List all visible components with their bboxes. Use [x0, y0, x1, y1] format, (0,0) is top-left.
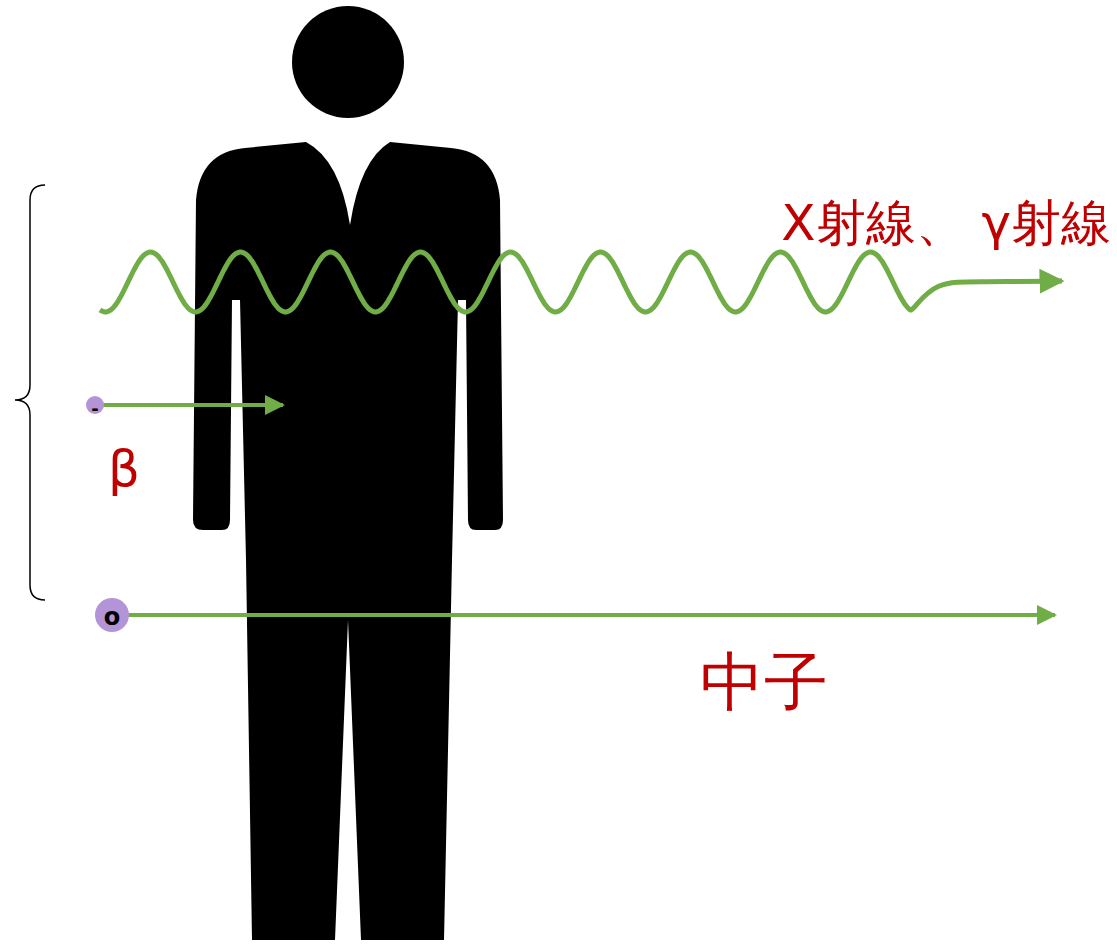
beta-ray	[95, 403, 283, 407]
neutron-ray	[112, 613, 1055, 617]
neutron-particle	[95, 598, 129, 632]
ray-label: 中子	[700, 650, 828, 714]
ray-label: X射線、 γ射線	[781, 198, 1111, 248]
human-silhouette	[193, 6, 503, 940]
bracket	[15, 185, 45, 600]
ray-label: β	[108, 444, 140, 494]
charge-sign: o	[104, 605, 121, 629]
xray-wave	[100, 252, 1062, 312]
charge-sign: -	[91, 400, 98, 418]
